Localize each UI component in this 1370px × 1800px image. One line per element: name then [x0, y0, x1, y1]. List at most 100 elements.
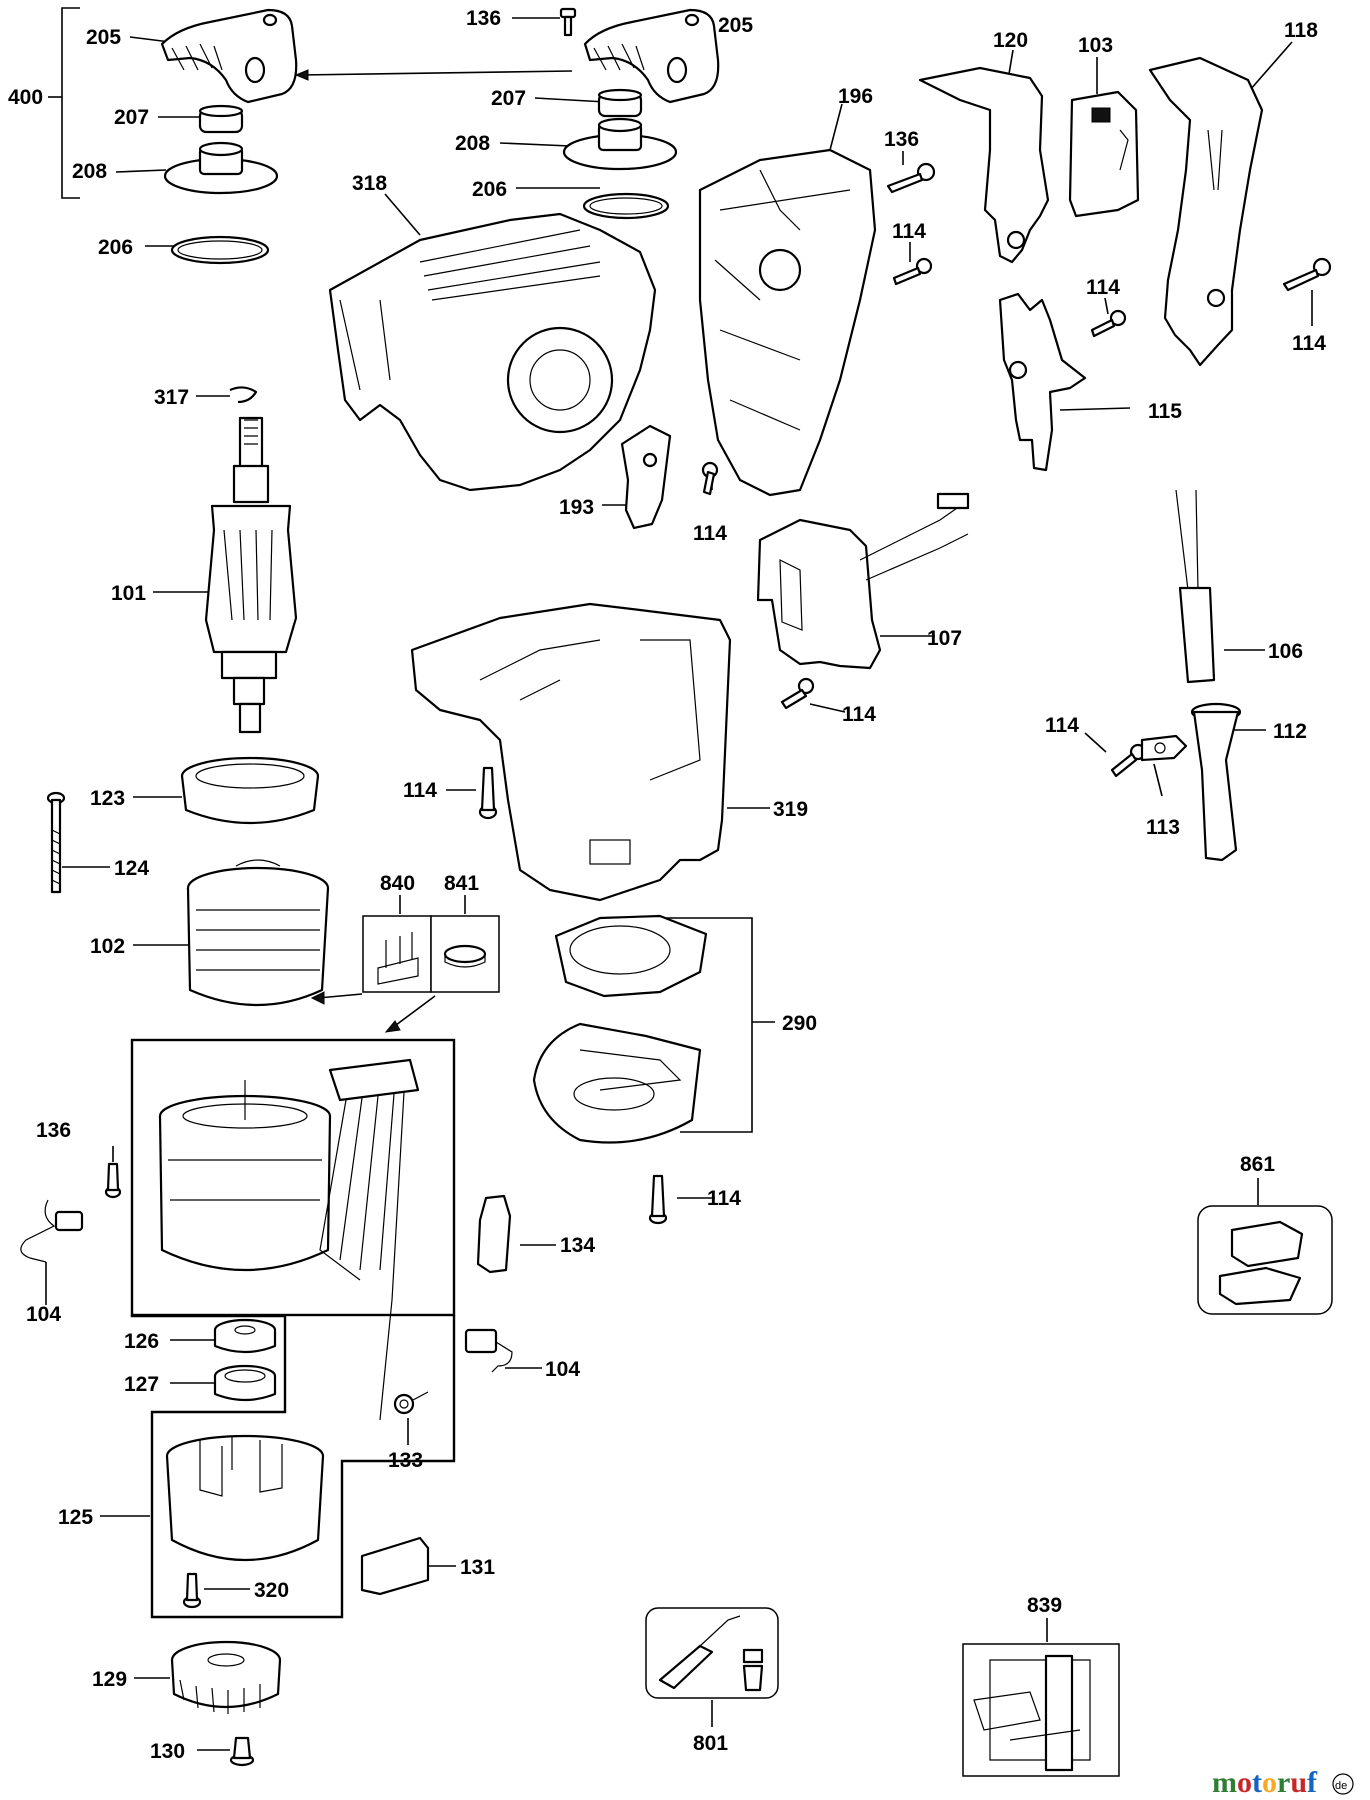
parts-artwork: [20, 7, 1333, 1777]
screw-130-drawing: [229, 1736, 255, 1767]
brush-ring-125-drawing: [165, 1434, 325, 1561]
screw-136-mid-drawing: [886, 162, 936, 194]
cover-208-label-right: 208: [455, 132, 490, 155]
holder-134-label: 134: [560, 1234, 595, 1257]
bolt-124-drawing: [46, 791, 66, 894]
lock-115-drawing: [998, 292, 1087, 472]
handle-118-label: 118: [1284, 19, 1318, 42]
case-861-label: 861: [1240, 1153, 1275, 1176]
base-290-drawing: [532, 914, 708, 1144]
sleeve-112-label: 112: [1273, 720, 1307, 743]
sleeve-112-drawing: [1190, 702, 1242, 862]
case-861-drawing: [1197, 1205, 1333, 1315]
brush-104-right-drawing: [464, 1328, 513, 1373]
screw-114-g-drawing: [478, 766, 498, 820]
field-102-label: 102: [90, 935, 125, 958]
cover-205-label-left: 205: [86, 26, 121, 49]
brush-ring-125-label: 125: [58, 1506, 93, 1529]
ring-206-label-right: 206: [472, 178, 507, 201]
clamp-113-drawing: [1140, 734, 1188, 762]
watermark-letter: t: [1252, 1766, 1262, 1799]
module-107-drawing: [756, 492, 970, 670]
knob-193-label: 193: [559, 496, 594, 519]
leader-lines: [45, 7, 1313, 1751]
screw-114-label-b: 114: [1086, 276, 1120, 299]
bolt-124-label: 124: [114, 857, 149, 880]
brush-104-left-drawing: [20, 1199, 84, 1263]
housing-318-drawing: [328, 212, 657, 492]
cap-207-label-right: 207: [491, 87, 526, 110]
cover-205-left-drawing: [160, 8, 298, 104]
watermark-letter: m: [1212, 1766, 1237, 1799]
clamp-113-label: 113: [1146, 816, 1180, 839]
screw-114-ef-drawing: [780, 677, 1147, 778]
motor-housing-319-label: 319: [773, 798, 808, 821]
holder-134-drawing: [476, 1194, 512, 1274]
cover-131-label: 131: [460, 1556, 495, 1579]
screw-114-label-e: 114: [842, 703, 876, 726]
bearing-126-label: 126: [124, 1330, 159, 1353]
base-290-label: 290: [782, 1012, 817, 1035]
field-102-drawing: [186, 859, 330, 1007]
gear-case-drawing: [158, 1058, 420, 1421]
part-labels: 400 205 207 208 206 136 205 207 208 206 …: [8, 7, 1326, 1763]
armature-101-label: 101: [111, 582, 146, 605]
bearing-127-label: 127: [124, 1373, 159, 1396]
screw-114-a-drawing: [892, 257, 933, 286]
clip-317-drawing: [229, 386, 258, 404]
screw-114-label-c: 114: [1292, 332, 1326, 355]
cover-205-right-drawing: [583, 8, 720, 104]
fan-129-label: 129: [92, 1668, 127, 1691]
cover-208-label-left: 208: [72, 160, 107, 183]
trigger-120-label: 120: [993, 29, 1028, 52]
fan-129-drawing: [170, 1640, 282, 1714]
watermark-letter: f: [1307, 1766, 1318, 1799]
kit-801-drawing: [645, 1607, 779, 1699]
screw-136-low-drawing: [104, 1162, 122, 1199]
cover-205-label-right: 205: [718, 14, 753, 37]
switch-103-drawing: [1068, 90, 1140, 218]
handle-118-drawing: [1148, 56, 1264, 367]
module-107-label: 107: [927, 627, 962, 650]
svg-text:motoruf: motoruf: [1212, 1766, 1318, 1799]
lock-115-label: 115: [1148, 400, 1182, 423]
screw-320-drawing: [182, 1572, 202, 1609]
watermark-letter: u: [1290, 1766, 1307, 1799]
screw-114-bc-drawing: [1090, 257, 1332, 338]
kit-839-label: 839: [1027, 1594, 1062, 1617]
screw-136-label-low: 136: [36, 1119, 71, 1142]
baffle-123-label: 123: [90, 787, 125, 810]
kit-840-label: 840: [380, 872, 415, 895]
screw-114-label-d: 114: [693, 522, 727, 545]
cable-106-label: 106: [1268, 640, 1303, 663]
screw-136-label-mid: 136: [884, 128, 919, 151]
kit-801-label: 801: [693, 1732, 728, 1755]
screw-114-h-drawing: [648, 1174, 668, 1225]
screw-114-label-a: 114: [892, 220, 926, 243]
cap-207-drawings: [198, 88, 643, 134]
watermark-letter: o: [1237, 1766, 1252, 1799]
assembly-400-label: 400: [8, 86, 43, 109]
ring-206-label-left: 206: [98, 236, 133, 259]
kit-839-drawing: [962, 1643, 1120, 1777]
watermark-logo: motoruf de: [1212, 1766, 1354, 1799]
ring-206-drawings: [170, 192, 670, 265]
watermark-letter: r: [1277, 1766, 1290, 1799]
motor-housing-319-drawing: [410, 602, 732, 902]
screw-136-label-top: 136: [466, 7, 501, 30]
kit-840-841-drawing: [362, 915, 500, 993]
bearing-126-127-drawing: [213, 1318, 277, 1402]
cover-208-drawings: [163, 117, 678, 195]
trigger-120-drawing: [918, 66, 1050, 264]
switch-103-label: 103: [1078, 34, 1113, 57]
screw-114-label-h: 114: [707, 1187, 741, 1210]
cover-131-drawing: [360, 1536, 430, 1596]
brush-104-label-left: 104: [26, 1303, 61, 1326]
spring-133-drawing: [393, 1391, 429, 1415]
screw-114-label-g: 114: [403, 779, 437, 802]
brush-104-label-right: 104: [545, 1358, 580, 1381]
handle-housing-196-drawing: [698, 148, 877, 497]
watermark-suffix: de: [1335, 1780, 1347, 1792]
screw-130-label: 130: [150, 1740, 185, 1763]
